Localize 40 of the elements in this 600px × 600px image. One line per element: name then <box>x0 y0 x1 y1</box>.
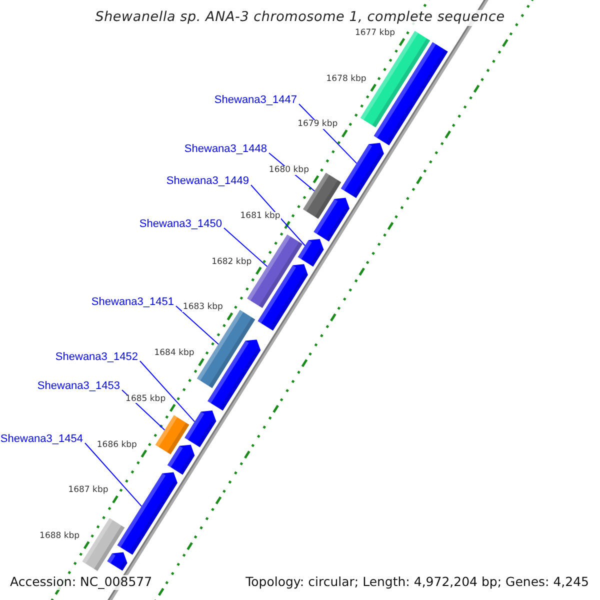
tick-label: 1677 kbp <box>354 29 396 38</box>
gene-label: Shewana3_1449 <box>166 176 249 187</box>
gene-bar <box>303 172 342 219</box>
gene-segment <box>167 444 195 475</box>
gene-label: Shewana3_1451 <box>91 297 174 308</box>
gene-segment <box>340 142 384 198</box>
summary-text: Topology: circular; Length: 4,972,204 bp; Genes: 4,245 <box>244 575 591 590</box>
gene-label: Shewana3_1447 <box>214 95 297 106</box>
gene-label: Shewana3_1450 <box>139 219 222 230</box>
gene-label: Shewana3_1452 <box>55 352 138 363</box>
gene-bar <box>196 310 256 388</box>
leader-line <box>140 360 196 422</box>
gene-bar <box>374 42 448 146</box>
leader-line <box>84 442 142 507</box>
gene-bar <box>155 415 190 454</box>
tick-label: 1684 kbp <box>153 349 196 358</box>
tick-label: 1682 kbp <box>210 258 253 266</box>
tick-label: 1687 kbp <box>67 486 110 495</box>
gene-label: Shewana3_1454 <box>0 434 83 445</box>
gene-bar <box>82 518 125 572</box>
tick-label: 1678 kbp <box>325 74 368 84</box>
gene-label: Shewana3_1448 <box>184 144 267 155</box>
gene-segment <box>184 410 216 448</box>
gene-segment <box>258 264 308 331</box>
gene-segment <box>208 340 261 411</box>
tick-label: 1685 kbp <box>124 394 167 404</box>
gene-label: Shewana3_1453 <box>37 381 120 392</box>
gene-segment <box>314 198 350 242</box>
leader-line <box>250 184 306 246</box>
tick-label: 1686 kbp <box>96 440 138 450</box>
tick-label: 1680 kbp <box>268 166 310 175</box>
tick-label: 1679 kbp <box>296 120 339 129</box>
tick-label: 1681 kbp <box>239 212 282 220</box>
leader-line <box>176 306 219 345</box>
leader-line <box>224 228 268 267</box>
tick-label: 1688 kbp <box>38 532 81 541</box>
tick-label: 1683 kbp <box>182 303 224 312</box>
gene-segment <box>107 552 128 571</box>
gene-segment <box>298 238 324 267</box>
gene-segment <box>117 472 178 555</box>
